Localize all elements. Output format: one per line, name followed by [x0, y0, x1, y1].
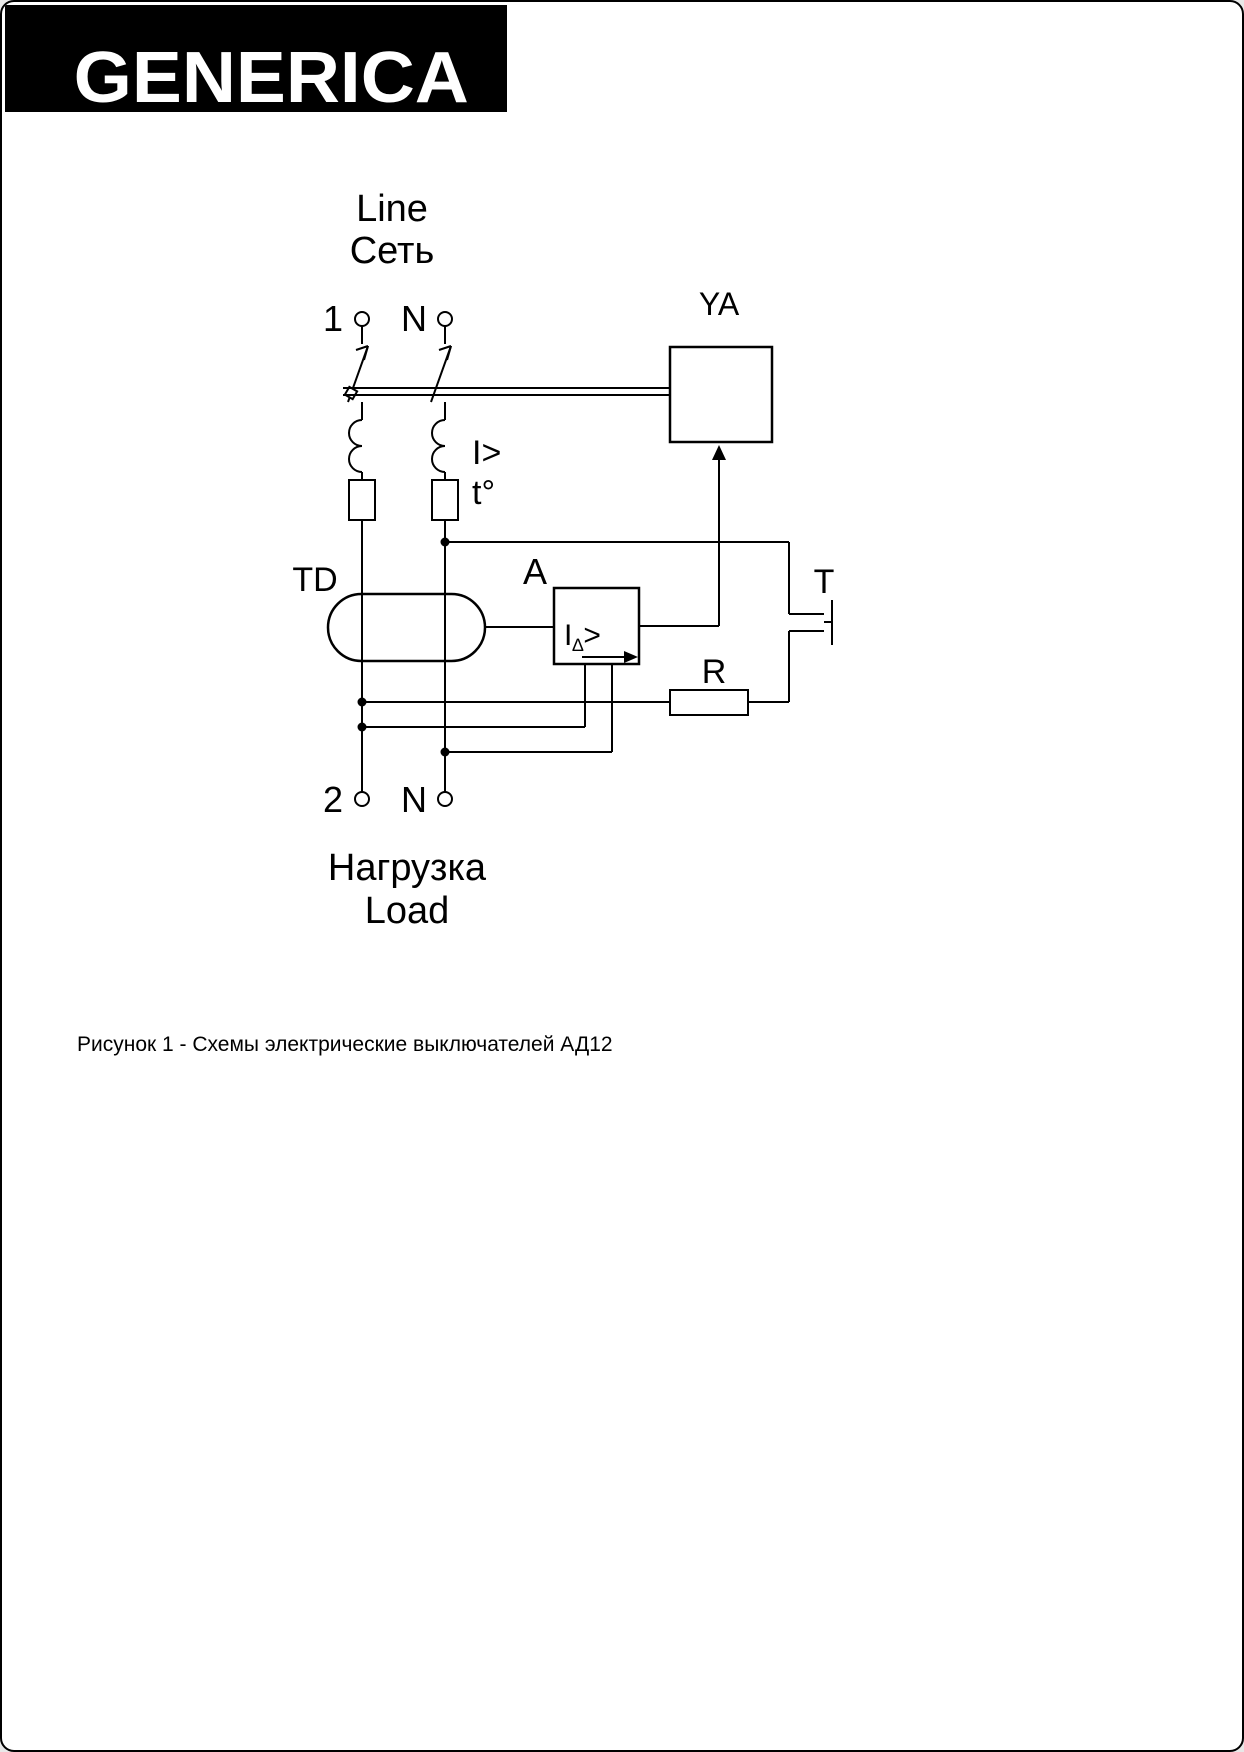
brand-logo: GENERICA [5, 5, 507, 118]
a-symbol-i: I [564, 619, 572, 652]
a-symbol-delta: ∆ [572, 635, 583, 655]
junction-dot-pole1-supply [357, 722, 367, 732]
magnetic-release-coil-1 [348, 419, 363, 447]
a-symbol-gt: > [583, 619, 601, 652]
label-td: TD [292, 561, 337, 599]
figure-caption: Рисунок 1 - Схемы электрические выключат… [77, 1033, 613, 1056]
terminal-n-top-circle [437, 311, 453, 327]
pole1-switch-contact [343, 326, 369, 403]
a-box-symbol: I∆> [564, 619, 601, 655]
trip-coil-ya: YA [668, 286, 774, 444]
poleN-switch-contact [430, 326, 452, 403]
label-line-en: Line [356, 188, 428, 230]
junction-dot-pole1-test [357, 697, 367, 707]
differential-transformer-td: TD [292, 561, 487, 663]
line-labels: Line Сеть [350, 188, 435, 272]
label-t: T [814, 563, 835, 601]
label-a: A [523, 551, 547, 592]
label-r: R [702, 653, 727, 691]
junction-dot-poleN-supply [440, 747, 450, 757]
load-labels: Нагрузка Load [328, 847, 487, 932]
test-button-t [789, 600, 833, 645]
top-terminals: 1 N [323, 298, 453, 339]
amplifier-module-a: A I∆> [485, 551, 641, 666]
pole1-releases [348, 402, 376, 792]
test-circuit: T R [357, 537, 835, 716]
label-load-en: Load [365, 890, 450, 932]
thermal-release-n [431, 479, 459, 521]
label-terminal-1: 1 [323, 298, 343, 339]
label-overcurrent: I> [472, 434, 501, 472]
label-line-ru: Сеть [350, 230, 435, 272]
poleN-releases [431, 402, 459, 792]
trip-signal-wire [639, 445, 726, 627]
ya-box [668, 345, 774, 444]
label-thermal: t° [472, 474, 495, 512]
magnetic-release-coil-n [431, 419, 446, 447]
bottom-terminals: 2 N [323, 779, 453, 820]
mechanical-linkage [343, 387, 670, 396]
brand-logo-text: GENERICA [73, 37, 469, 118]
label-ya: YA [699, 286, 740, 322]
label-load-ru: Нагрузка [328, 847, 487, 889]
a-module-supply-wires [357, 664, 613, 757]
terminal-2-circle [354, 791, 370, 807]
terminal-n-bottom-circle [437, 791, 453, 807]
thermal-release-1 [348, 479, 376, 521]
label-terminal-n-bottom: N [401, 779, 427, 820]
terminal-1-circle [354, 311, 370, 327]
label-terminal-2: 2 [323, 779, 343, 820]
release-labels: I> t° [472, 434, 501, 512]
toroid-core [326, 592, 487, 663]
label-terminal-n-top: N [401, 298, 427, 339]
resistor-r [669, 689, 749, 716]
